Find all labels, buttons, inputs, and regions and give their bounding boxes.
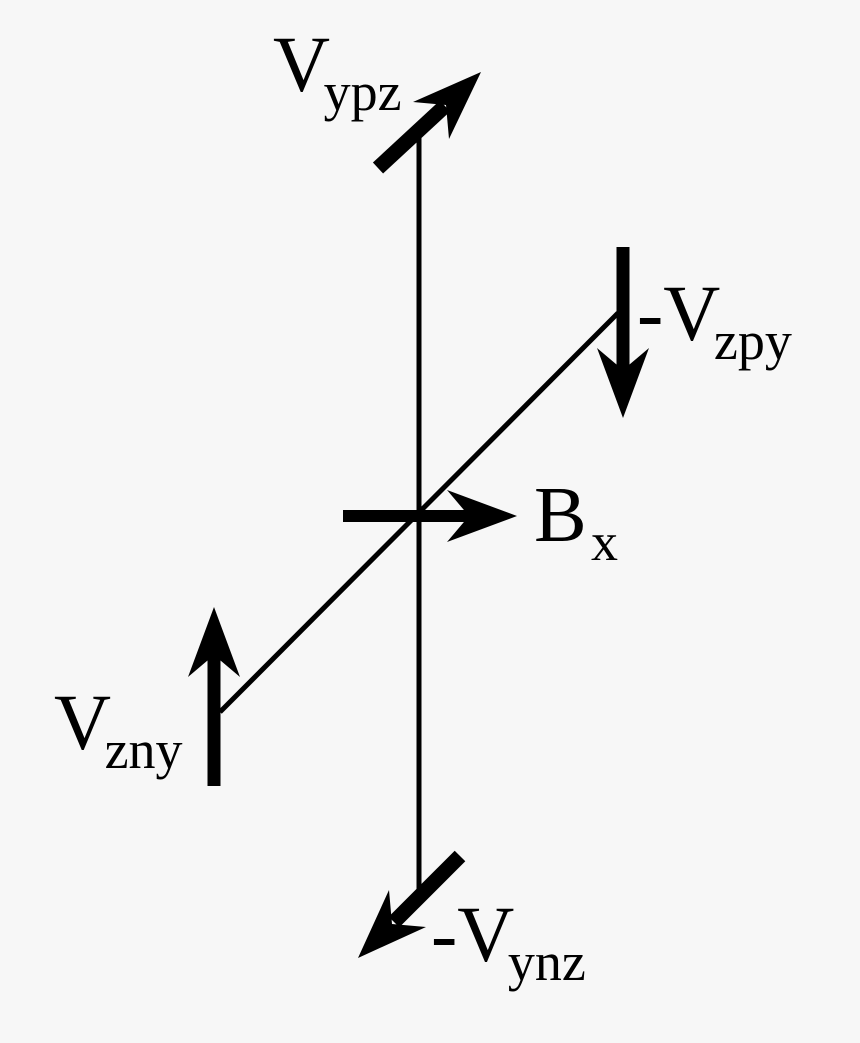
label-b-x-sub: x — [591, 512, 619, 573]
neg-vynz-arrow-shaft — [388, 850, 466, 928]
label-neg-v-zpy-main: -V — [637, 271, 721, 358]
neg-vzpy-arrowhead-icon — [597, 348, 649, 418]
label-v-ypz-sub: ypz — [323, 62, 402, 123]
label-neg-v-ynz-main: -V — [431, 892, 515, 979]
label-b-x-main: B — [534, 472, 587, 559]
vypz-arrowhead-icon — [413, 72, 481, 139]
label-neg-v-zpy-sub: zpy — [713, 311, 792, 372]
label-v-zny: Vzny — [54, 684, 183, 777]
label-v-zny-main: V — [54, 680, 112, 767]
neg-vynz-arrowhead-icon — [358, 890, 426, 958]
label-neg-v-zpy: -Vzpy — [637, 275, 792, 368]
label-v-zny-sub: zny — [104, 720, 183, 781]
vzny-arrowhead-icon — [188, 607, 240, 677]
bx-arrowhead-icon — [447, 490, 517, 542]
label-v-ypz: Vypz — [273, 26, 402, 119]
label-neg-v-ynz: -Vynz — [431, 896, 586, 989]
label-v-ypz-main: V — [273, 22, 331, 109]
label-b-x: Bx — [534, 476, 618, 569]
label-neg-v-ynz-sub: ynz — [507, 932, 586, 993]
vypz-arrow-shaft — [372, 100, 451, 174]
